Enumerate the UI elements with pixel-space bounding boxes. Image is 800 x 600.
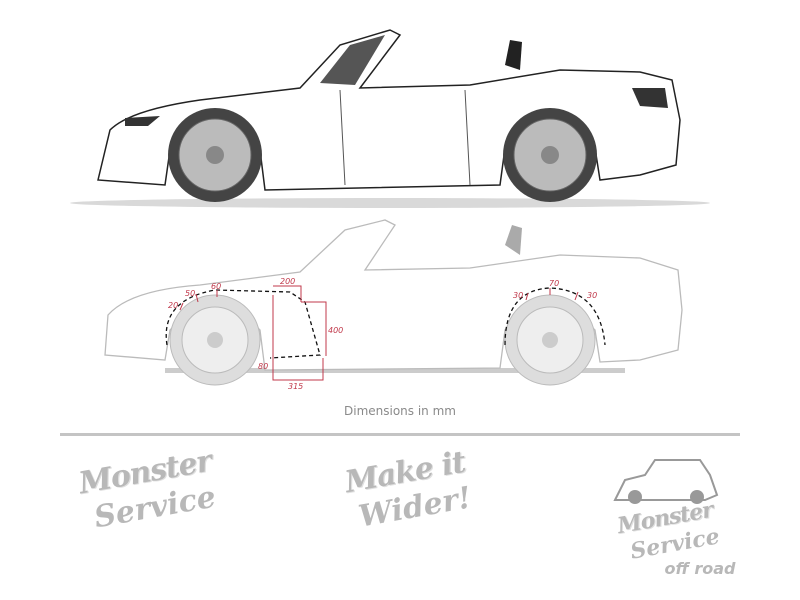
- dim-front-bottom-left: 80: [258, 362, 268, 371]
- car-side-view-detailed: [70, 29, 710, 208]
- dim-front-bottom: 315: [288, 382, 303, 391]
- rear-flare-outline: [504, 287, 606, 346]
- dim-front-height: 400: [328, 326, 343, 335]
- dim-rear-b: 70: [549, 279, 559, 288]
- taillight: [632, 88, 668, 108]
- car-side-view-dimensions: 20 50 60 200 400 80 315 30 70 30: [104, 219, 683, 391]
- logo-make-it-wider: Make it Wider!: [342, 444, 474, 535]
- front-wheel: [168, 108, 262, 202]
- dim-front-b: 50: [185, 289, 195, 298]
- seat-headrest: [505, 40, 522, 70]
- front-wheel-faded: [169, 294, 261, 386]
- dimension-lines: [179, 285, 579, 381]
- door-lines: [339, 89, 471, 186]
- suv-icon: [613, 459, 719, 504]
- windshield: [320, 35, 385, 85]
- car-shadow: [70, 198, 710, 208]
- dim-front-top: 200: [280, 277, 295, 286]
- dim-front-a: 20: [168, 301, 178, 310]
- dimensions-caption: Dimensions in mm: [344, 404, 456, 418]
- divider: [60, 433, 740, 436]
- dim-front-c: 60: [211, 282, 221, 291]
- logo-monster-service: Monster Service: [76, 443, 219, 536]
- dim-rear-a: 30: [513, 291, 523, 300]
- headlight: [125, 116, 160, 126]
- rear-wheel: [503, 108, 597, 202]
- front-flare-outline: [165, 289, 321, 359]
- rear-wheel-faded: [504, 294, 596, 386]
- dim-rear-c: 30: [587, 291, 597, 300]
- car-illustrations: 20 50 60 200 400 80 315 30 70 30: [70, 29, 710, 391]
- logo-monster-service-off-road: Monster Service off road: [565, 455, 765, 595]
